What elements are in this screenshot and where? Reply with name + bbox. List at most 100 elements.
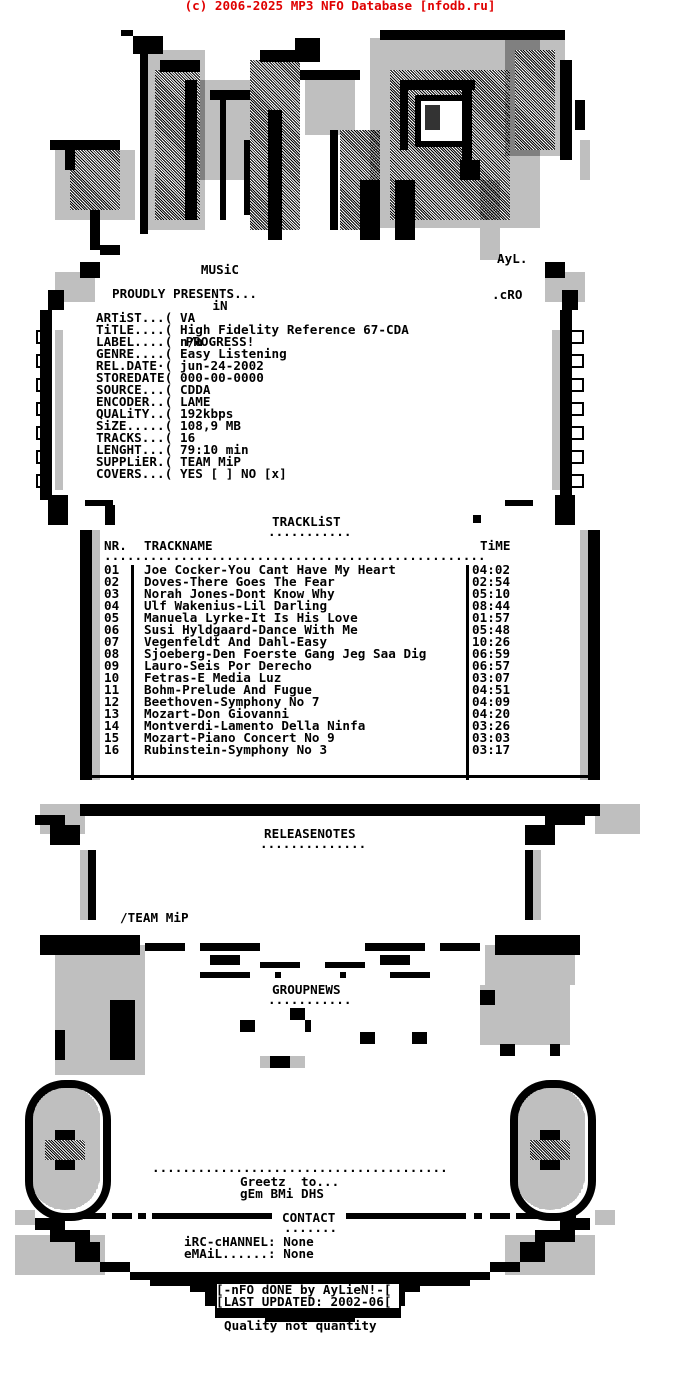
tracklist-separator: ........................................… <box>104 548 486 563</box>
info-row-artist: ARTiST...( VA <box>96 310 196 325</box>
info-value: 192kbps <box>179 406 234 421</box>
track-name: Fetras-E Media Luz <box>144 670 282 685</box>
track-name: Bohm-Prelude And Fugue <box>144 682 312 697</box>
info-row-supplier: SUPPLiER.( TEAM MiP <box>96 454 242 469</box>
track-name: Sjoeberg-Den Foerste Gang Jeg Saa Dig <box>144 646 427 661</box>
track-nr: 15 <box>104 730 120 745</box>
email-label: eMAiL......: <box>184 1246 276 1261</box>
info-row-storedate: STOREDATE( 000-00-0000 <box>96 370 264 385</box>
track-name: Mozart-Don Giovanni <box>144 706 290 721</box>
releasenotes-signature: /TEAM MiP <box>120 910 189 925</box>
track-nr: 11 <box>104 682 120 697</box>
track-name: Mozart-Piano Concert No 9 <box>144 730 335 745</box>
track-name: Beethoven-Symphony No 7 <box>144 694 320 709</box>
info-value: jun-24-2002 <box>179 358 264 373</box>
track-name: Vegenfeldt And Dahl-Easy <box>144 634 328 649</box>
track-time: 04:09 <box>472 694 511 709</box>
credits-author: [-nFO dONE by AyLieN!-[ <box>216 1282 392 1297</box>
releasenotes-title: RELEASENOTES <box>264 826 356 841</box>
greetz-groups: gEm BMi DHS <box>240 1186 324 1201</box>
track-nr: 09 <box>104 658 120 673</box>
track-nr: 10 <box>104 670 120 685</box>
irc-label: iRC-cHANNEL: <box>184 1234 276 1249</box>
track-nr: 06 <box>104 622 120 637</box>
track-nr: 14 <box>104 718 120 733</box>
info-row-reldate: REL.DATE·( jun-24-2002 <box>96 358 264 373</box>
track-nr: 16 <box>104 742 120 757</box>
info-label: SiZE.....( <box>96 418 173 433</box>
footer-motto: Quality not quantity <box>224 1318 377 1333</box>
track-nr: 02 <box>104 574 120 589</box>
credits-box <box>217 1284 399 1308</box>
tagline-line: iN <box>212 298 228 313</box>
info-label: SUPPLiER.( <box>96 454 173 469</box>
info-value: High Fidelity Reference 67-CDA <box>179 322 409 337</box>
contact-irc-row: iRC-cHANNEL: None <box>184 1234 314 1249</box>
contact-title-underline: ....... <box>284 1220 338 1235</box>
contact-email-row: eMAiL......: None <box>184 1246 314 1261</box>
info-label: TiTLE....( <box>96 322 173 337</box>
track-nr: 13 <box>104 706 120 721</box>
info-label: ENCODER..( <box>96 394 173 409</box>
info-row-title: TiTLE....( High Fidelity Reference 67-CD… <box>96 322 409 337</box>
info-value: 79:10 min <box>179 442 249 457</box>
copyright-banner: (c) 2006-2025 MP3 NFO Database [nfodb.ru… <box>184 0 496 13</box>
track-nr: 05 <box>104 610 120 625</box>
track-time: 03:07 <box>472 670 511 685</box>
col-header-nr: NR. <box>104 538 127 553</box>
info-label: REL.DATE·( <box>96 358 173 373</box>
info-row-genre: GENRE....( Easy Listening <box>96 346 287 361</box>
track-time: 10:26 <box>472 634 511 649</box>
logo-tagline: MUSiC iN PROGRESS! <box>184 240 256 360</box>
credits-last-updated: [LAST UPDATED: 2002-06[ <box>216 1294 392 1309</box>
info-value: VA <box>179 310 196 325</box>
track-time: 03:03 <box>472 730 511 745</box>
info-value: YES [ ] NO [x] <box>179 466 287 481</box>
track-time: 04:51 <box>472 682 511 697</box>
greetz-separator: ....................................... <box>152 1160 448 1175</box>
info-value: CDDA <box>179 382 211 397</box>
info-label: GENRE....( <box>96 346 173 361</box>
info-value: TEAM MiP <box>179 454 242 469</box>
track-name: Susi Hyldgaard-Dance With Me <box>144 622 358 637</box>
info-value: 16 <box>179 430 196 445</box>
track-time: 01:57 <box>472 610 511 625</box>
info-label: TRACKS...( <box>96 430 173 445</box>
tagline-line: PROGRESS! <box>185 334 255 349</box>
intro-text: PROUDLY PRESENTS... <box>112 286 258 301</box>
track-name: Rubinstein-Symphony No 3 <box>144 742 328 757</box>
track-time: 04:20 <box>472 706 511 721</box>
info-value: 108,9 MB <box>179 418 242 433</box>
track-nr: 01 <box>104 562 120 577</box>
track-nr: 04 <box>104 598 120 613</box>
track-time: 06:59 <box>472 646 511 661</box>
track-nr: 07 <box>104 634 120 649</box>
irc-value: None <box>283 1234 314 1249</box>
email-value: None <box>283 1246 314 1261</box>
track-name: Joe Cocker-You Cant Have My Heart <box>144 562 396 577</box>
groupnews-title-underline: ........... <box>268 992 352 1007</box>
info-label: SOURCE...( <box>96 382 173 397</box>
info-row-source: SOURCE...( CDDA <box>96 382 211 397</box>
artist-signature: AyL. .cRO <box>492 229 528 313</box>
track-time: 04:02 <box>472 562 511 577</box>
track-time: 02:54 <box>472 574 511 589</box>
signature-line: .cRO <box>492 287 523 302</box>
track-name: Norah Jones-Dont Know Why <box>144 586 335 601</box>
col-header-time: TiME <box>480 538 511 553</box>
groupnews-title: GROUPNEWS <box>272 982 341 997</box>
info-value: Easy Listening <box>179 346 287 361</box>
info-row-tracks: TRACKS...( 16 <box>96 430 196 445</box>
info-label: LENGHT...( <box>96 442 173 457</box>
track-nr: 03 <box>104 586 120 601</box>
track-time: 08:44 <box>472 598 511 613</box>
info-row-quality: QUALiTY..( 192kbps <box>96 406 234 421</box>
track-name: Manuela Lyrke-It Is His Love <box>144 610 358 625</box>
track-name: Lauro-Seis Por Derecho <box>144 658 312 673</box>
col-header-trackname: TRACKNAME <box>144 538 213 553</box>
track-name: Montverdi-Lamento Della Ninfa <box>144 718 366 733</box>
track-time: 03:26 <box>472 718 511 733</box>
info-label: STOREDATE( <box>96 370 173 385</box>
info-row-covers: COVERS...( YES [ ] NO [x] <box>96 466 287 481</box>
info-row-length: LENGHT...( 79:10 min <box>96 442 249 457</box>
